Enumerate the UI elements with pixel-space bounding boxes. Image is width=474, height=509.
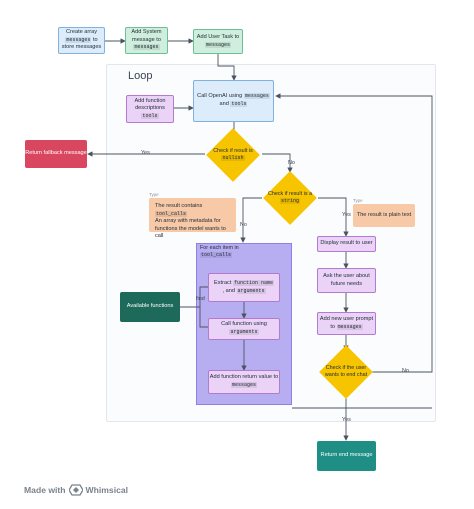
available-functions-node[interactable]: Available functions [120,292,180,322]
edge-label-yes-end: Yes [342,417,351,423]
edge-label-no-null: No [288,160,295,166]
tool-calls-type-tag: Type [149,192,159,197]
whimsical-logo-icon [68,484,83,496]
add-new-prompt-node[interactable]: Add new user prompt to messages [317,312,376,335]
edge-label-yes-string: Yes [342,212,351,218]
edge-label-no-end: No [402,368,409,374]
check-end-chat-label: Check if the user wants to end chat [324,364,368,378]
return-fallback-node[interactable]: Return fallback message [25,140,87,168]
made-with-label: Made with [24,485,66,495]
plain-text-type-tag: Type [353,198,363,203]
return-end-message-node[interactable]: Return end message [317,441,376,471]
extract-node[interactable]: Extract function name, and arguments [208,273,280,302]
edge-label-find: find [196,296,205,302]
add-return-value-node[interactable]: Add function return value toAdd function… [208,370,280,394]
display-result-node[interactable]: Display result to user [317,236,376,252]
whimsical-brand[interactable]: Whimsical [85,485,129,495]
edge-label-no-string: No [240,222,247,228]
edge-label-yes-fallback: Yes [141,150,150,156]
loop-title: Loop [128,70,153,82]
footer: Made with Whimsical [24,484,128,496]
plain-text-note: The result is plain text [353,204,415,227]
ask-user-node[interactable]: Ask the user about future needs [317,268,376,293]
